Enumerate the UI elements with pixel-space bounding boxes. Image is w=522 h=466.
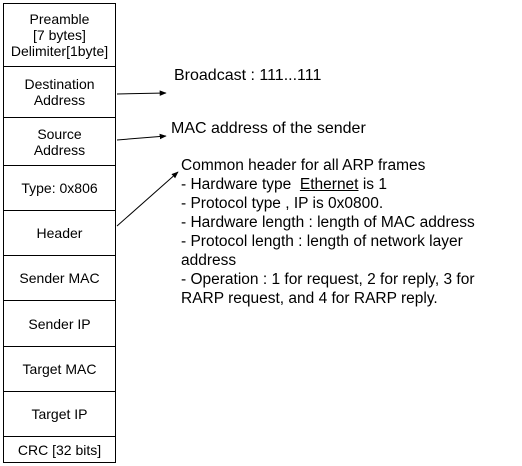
field-sender-mac: Sender MAC	[4, 256, 115, 301]
field-target-mac: Target MAC	[4, 347, 115, 392]
header-note-hardware-length: - Hardware length : length of MAC addres…	[181, 214, 475, 231]
hardware-type-suffix: is 1	[362, 176, 387, 193]
destination-arrow	[116, 90, 167, 96]
field-destination-address: Destination Address	[4, 67, 115, 118]
field-type: Type: 0x806	[4, 166, 115, 211]
header-note-protocol-length-line1: - Protocol length : length of network la…	[181, 233, 463, 250]
frame-field-stack: Preamble [7 bytes] Delimiter[1byte] Dest…	[3, 3, 116, 463]
header-note-protocol-type: - Protocol type , IP is 0x0800.	[181, 195, 384, 212]
header-note-hardware-type: - Hardware type Ethernet is 1	[181, 175, 521, 194]
hardware-type-prefix: - Hardware type	[181, 176, 292, 193]
field-sender-ip: Sender IP	[4, 301, 115, 347]
field-header: Header	[4, 211, 115, 256]
field-source-address: Source Address	[4, 118, 115, 166]
field-target-ip: Target IP	[4, 392, 115, 437]
source-arrow	[116, 133, 167, 141]
source-note: MAC address of the sender	[171, 120, 366, 137]
header-note-title: Common header for all ARP frames	[181, 157, 426, 174]
ethernet-link[interactable]: Ethernet	[299, 176, 359, 193]
field-crc: CRC [32 bits]	[17, 441, 102, 458]
header-note-operation-line1: - Operation : 1 for request, 2 for reply…	[181, 271, 475, 288]
header-arrow	[116, 171, 179, 227]
header-note-protocol-length-line2: address	[181, 252, 237, 269]
header-note-operation-line2: RARP request, and 4 for RARP reply.	[181, 290, 438, 307]
header-note: Common header for all ARP frames - Hardw…	[181, 156, 521, 308]
destination-note: Broadcast : 111...111	[174, 67, 322, 84]
field-preamble: Preamble [7 bytes] Delimiter[1byte]	[4, 4, 115, 67]
